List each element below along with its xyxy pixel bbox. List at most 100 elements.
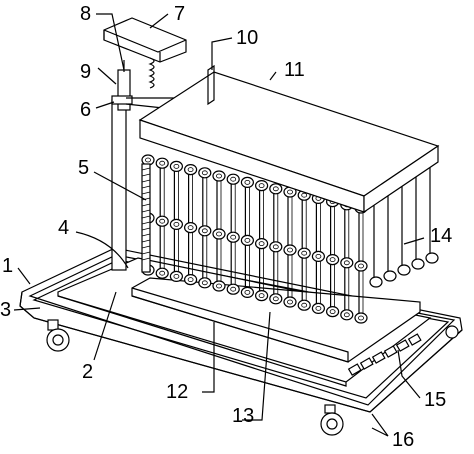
- rack-ring-hole: [301, 302, 308, 308]
- rack-ring-hole: [201, 170, 208, 176]
- rack-ring: [354, 312, 368, 324]
- rack-ring-hole: [216, 173, 222, 179]
- rack-ring-hole: [315, 305, 322, 311]
- rack-ring-hole: [287, 247, 293, 253]
- wheel-front-right: [320, 404, 344, 436]
- rack-ring-hole: [230, 286, 237, 292]
- rack-ring-hole: [329, 309, 336, 315]
- rack-ring-hole: [159, 270, 166, 276]
- rack-ring: [226, 173, 240, 185]
- callout-4: 4: [58, 217, 69, 239]
- rack-ring-back: [425, 252, 439, 264]
- rack-ring: [240, 176, 254, 188]
- leader-lines: [13, 13, 425, 437]
- rack-ring-hole: [244, 179, 251, 185]
- rack-ring-hole: [258, 241, 265, 247]
- rack-ring-hole: [201, 228, 208, 234]
- callout-14: 14: [430, 225, 452, 247]
- rack-ring-hole: [187, 167, 194, 173]
- rack-ring-hole: [272, 296, 279, 302]
- callout-7: 7: [174, 3, 185, 25]
- rack-ring: [283, 296, 297, 308]
- rack-ring: [212, 170, 226, 182]
- rack-ring-hole: [230, 234, 237, 240]
- callout-9: 9: [80, 61, 91, 83]
- callout-11: 11: [284, 59, 305, 81]
- rack-ring: [184, 164, 198, 176]
- rack-ring-hole: [272, 244, 279, 250]
- rack-ring: [198, 167, 212, 179]
- rack-ring-hole: [358, 315, 364, 321]
- rack-ring-hole: [230, 176, 237, 182]
- rack-ring-back: [369, 276, 383, 288]
- rack-ring: [212, 228, 226, 240]
- rack-ring-hole: [173, 273, 180, 279]
- rack-ring-hole: [216, 283, 222, 289]
- rack-rods: [141, 154, 439, 324]
- callout-3: 3: [0, 299, 11, 321]
- rack-ring: [155, 157, 169, 169]
- rack-ring-hole: [329, 257, 336, 263]
- rack-ring: [297, 299, 311, 311]
- rack-ring: [255, 180, 269, 192]
- rack-ring-back: [411, 258, 425, 270]
- rack-ring-hole: [187, 277, 194, 283]
- rack-ring: [297, 247, 311, 259]
- rack-ring-hole: [244, 289, 251, 295]
- rack-ring: [155, 215, 169, 227]
- rack-ring: [212, 280, 226, 292]
- callout-10: 10: [236, 27, 258, 49]
- rack-ring: [184, 274, 198, 286]
- rack-ring-hole: [301, 192, 308, 198]
- rack-ring: [311, 302, 325, 314]
- rack-ring-hole: [173, 163, 180, 169]
- rack-ring: [240, 286, 254, 298]
- rack-ring: [311, 250, 325, 262]
- rack-ring-hole: [315, 253, 322, 259]
- clip-row-15: [347, 333, 422, 376]
- spring-block: [103, 17, 187, 89]
- rack-ring: [283, 244, 297, 256]
- rack-ring: [340, 309, 354, 321]
- rack-ring-back: [397, 264, 411, 276]
- rack-ring-hole: [287, 189, 293, 195]
- rack-ring: [326, 254, 340, 266]
- rack-ring-hole: [287, 299, 293, 305]
- rack-ring: [198, 225, 212, 237]
- rack-ring-hole: [187, 225, 194, 231]
- rack-ring-hole: [258, 183, 265, 189]
- rack-ring-hole: [244, 237, 251, 243]
- rack-ring-hole: [343, 312, 350, 318]
- rack-ring: [226, 283, 240, 295]
- rack-ring-hole: [201, 280, 208, 286]
- rack-ring: [255, 238, 269, 250]
- callout-16: 16: [392, 429, 414, 451]
- rack-ring: [169, 160, 183, 172]
- rack-ring: [354, 260, 368, 272]
- callout-5: 5: [78, 157, 89, 179]
- rack-ring: [155, 267, 169, 279]
- callout-labels: 8 7 10 9 11 6 5 4 14 1 3 2 12 15 13 16: [0, 3, 452, 451]
- callout-8: 8: [80, 3, 91, 25]
- callout-15: 15: [424, 389, 446, 411]
- rack-ring: [169, 218, 183, 230]
- rack-ring-hole: [272, 186, 279, 192]
- rack-ring-hole: [358, 263, 364, 269]
- rack-ring: [269, 293, 283, 305]
- rack-ring: [240, 234, 254, 246]
- rack-ring-hole: [343, 260, 350, 266]
- rack-ring: [255, 290, 269, 302]
- rack-ring-hole: [159, 160, 166, 166]
- rack-ring-hole: [145, 157, 151, 163]
- rack-ring: [340, 257, 354, 269]
- rack-ring-hole: [301, 250, 308, 256]
- rack-ring: [226, 231, 240, 243]
- callout-2: 2: [82, 361, 93, 383]
- rack-ring-back: [383, 270, 397, 282]
- threaded-rod: [141, 163, 151, 273]
- rack-ring: [184, 222, 198, 234]
- callout-6: 6: [80, 99, 91, 121]
- rack-ring: [326, 306, 340, 318]
- callout-13: 13: [232, 405, 254, 427]
